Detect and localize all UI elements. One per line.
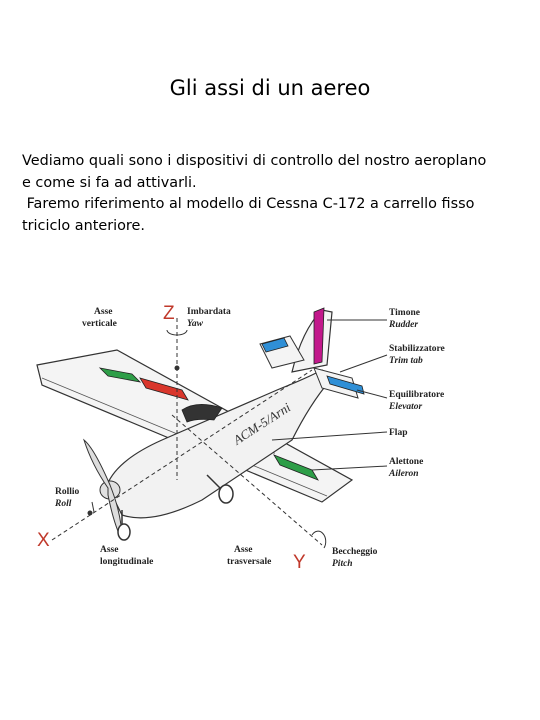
airplane-axes-diagram: ACM-5/Arni Z X Y Asse verticale Imbardat… bbox=[36, 303, 445, 573]
label-flap: Flap bbox=[389, 428, 407, 438]
longitudinal-axis bbox=[51, 369, 313, 541]
label-asse-verticale: Asse bbox=[94, 307, 112, 317]
paragraph-line: triciclo anteriore. bbox=[22, 217, 145, 234]
flap-left bbox=[139, 377, 189, 401]
label-imbardata: Imbardata bbox=[187, 307, 231, 317]
label-roll: Roll bbox=[54, 499, 72, 509]
vertical-fin bbox=[291, 309, 333, 373]
lateral-axis bbox=[171, 414, 323, 546]
axis-letter-x: X bbox=[37, 530, 50, 551]
nose-wheel bbox=[117, 523, 131, 541]
label-asse-longitudinale: Asse bbox=[100, 545, 118, 555]
label-elevator: Elevator bbox=[388, 402, 423, 412]
paragraph-line: Vediamo quali sono i dispositivi di cont… bbox=[22, 153, 487, 169]
aileron-right bbox=[273, 454, 319, 481]
label-trim-tab: Trim tab bbox=[389, 356, 423, 366]
label-rollio: Rollio bbox=[55, 487, 80, 497]
label-beccheggio: Beccheggio bbox=[332, 547, 378, 557]
page-title: Gli assi di un aereo bbox=[169, 76, 371, 100]
label-aileron: Aileron bbox=[388, 469, 419, 479]
label-pitch: Pitch bbox=[332, 559, 353, 569]
label-alettone: Alettone bbox=[389, 457, 423, 467]
label-rudder: Rudder bbox=[388, 320, 418, 330]
axis-letter-y: Y bbox=[293, 552, 306, 573]
rudder bbox=[313, 307, 325, 365]
cockpit-window bbox=[181, 404, 223, 423]
label-asse-trasversale-2: trasversale bbox=[227, 557, 271, 567]
axis-letter-z: Z bbox=[163, 303, 175, 324]
paragraph-line: Faremo riferimento al modello di Cessna … bbox=[22, 196, 475, 212]
label-yaw: Yaw bbox=[187, 319, 204, 329]
intro-paragraph: Vediamo quali sono i dispositivi di cont… bbox=[22, 151, 527, 237]
label-timone: Timone bbox=[389, 308, 420, 318]
elevator-right bbox=[326, 375, 365, 395]
label-stabilizzatore: Stabilizzatore bbox=[389, 344, 445, 354]
label-equilibratore: Equilibratore bbox=[389, 390, 444, 400]
aileron-left bbox=[98, 367, 142, 383]
paragraph-line: e come si fa ad attivarli. bbox=[22, 174, 197, 191]
label-asse-trasversale: Asse bbox=[234, 545, 252, 555]
main-wheel bbox=[218, 484, 234, 504]
elevator-left bbox=[261, 337, 289, 353]
label-asse-longitudinale-2: longitudinale bbox=[100, 557, 153, 567]
label-asse-verticale-2: verticale bbox=[82, 319, 117, 329]
